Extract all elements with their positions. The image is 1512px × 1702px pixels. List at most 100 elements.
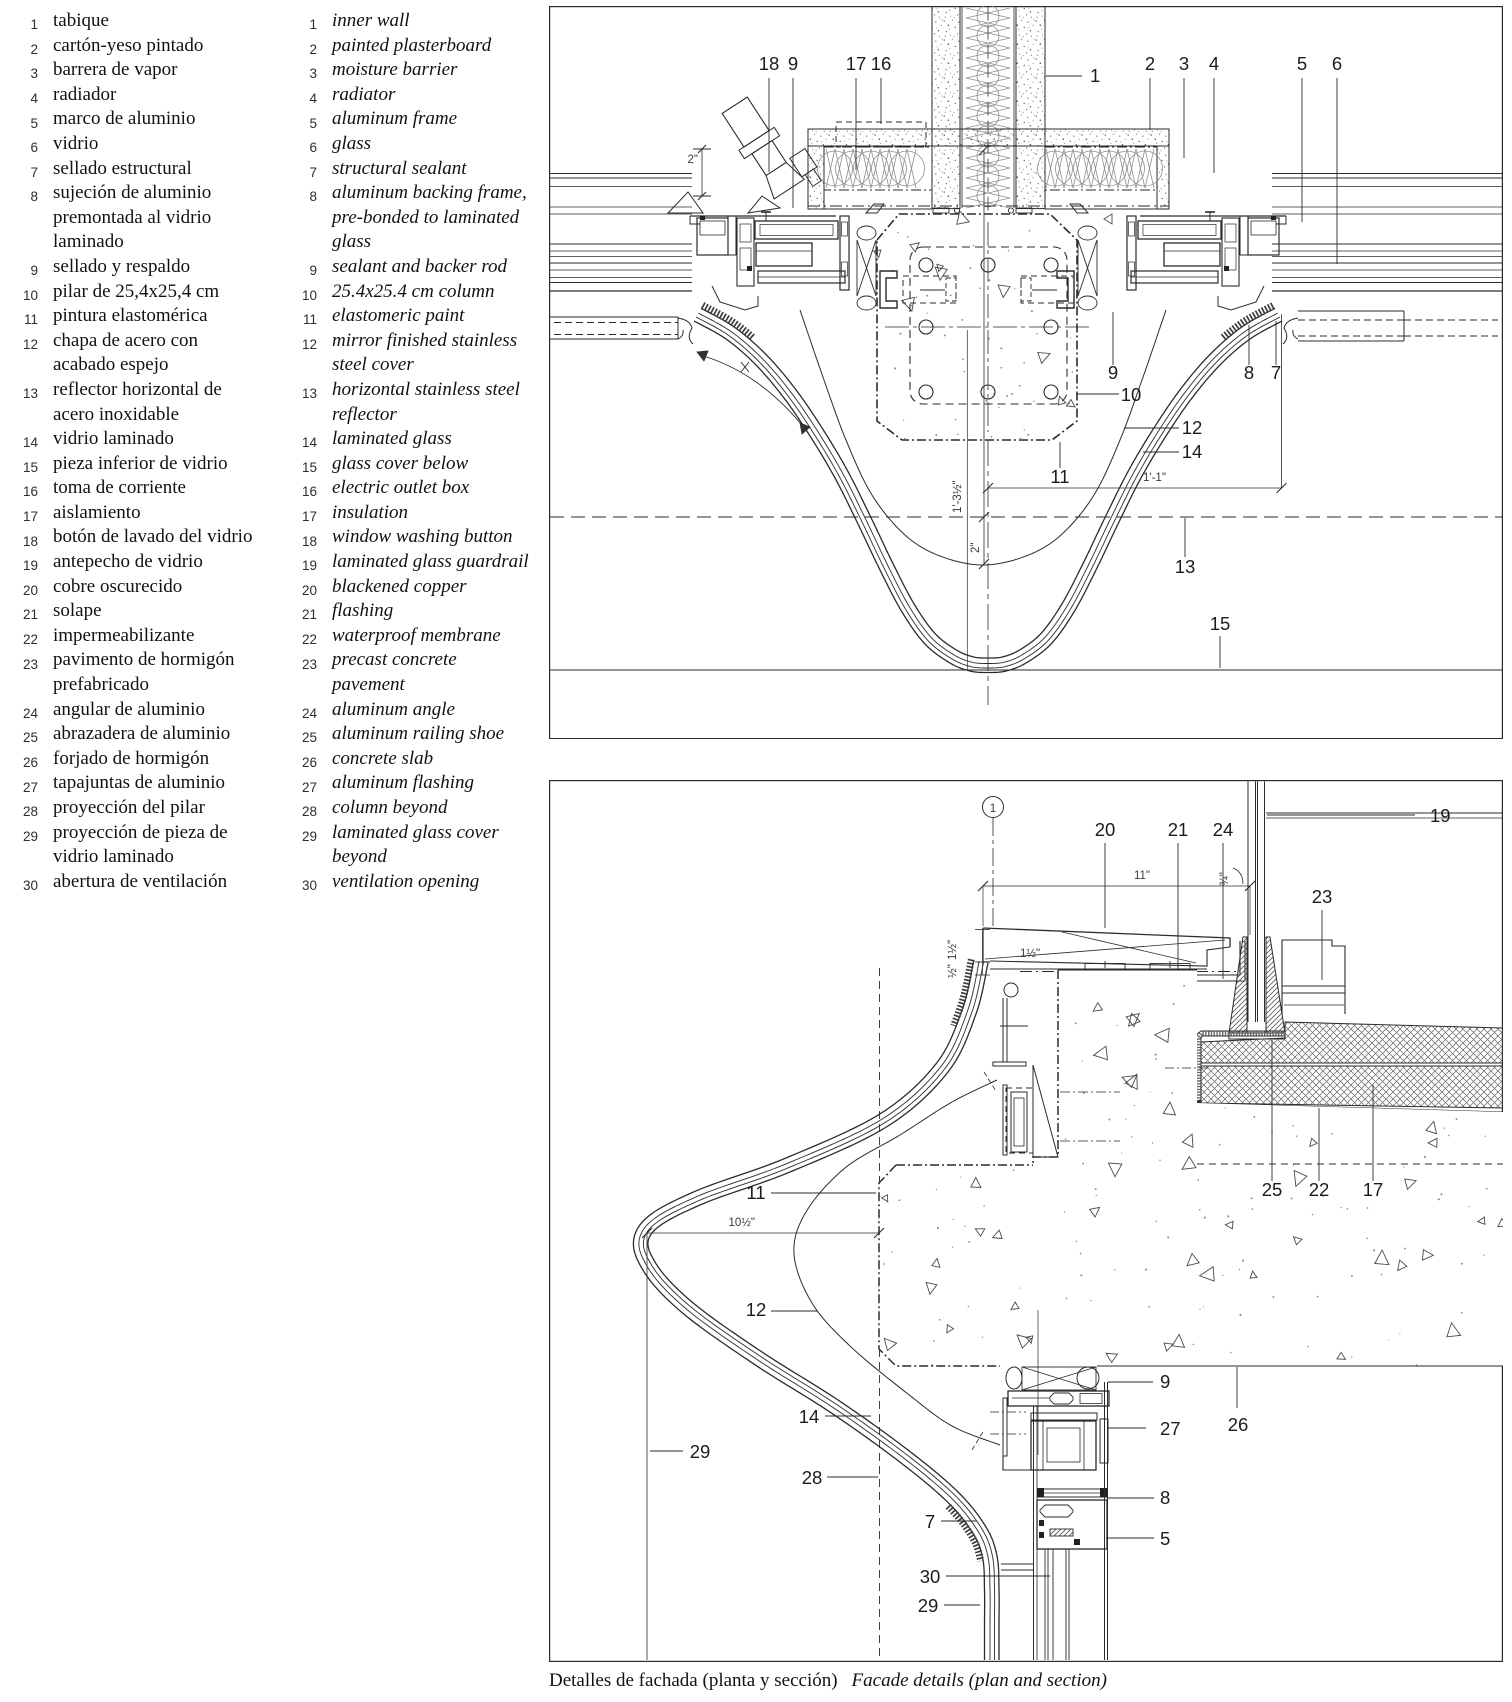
drawing-ellipse	[1005, 1366, 1023, 1390]
drawing-circle	[906, 236, 909, 238]
legend-item-spanish: antepecho de vidrio	[53, 551, 203, 573]
legend-item-english: laminated glass cover beyond	[332, 821, 499, 868]
legend-num-en: 21	[301, 607, 317, 623]
drawing-path	[1181, 1155, 1197, 1170]
drawing-path	[1163, 1342, 1175, 1353]
drawing-circle	[1486, 1187, 1488, 1190]
drawing-circle	[918, 384, 934, 400]
drawing-circle	[1109, 150, 1145, 187]
legend-num-es: 24	[22, 705, 38, 721]
drawing-path	[1281, 939, 1346, 1014]
legend-num-es: 18	[22, 533, 38, 549]
drawing-rect	[755, 242, 813, 267]
drawing-circle	[1224, 1107, 1226, 1109]
section-dim-10half: 10½"	[729, 1217, 755, 1229]
drawing-rect	[1239, 215, 1249, 256]
drawing-circle	[1030, 310, 1033, 313]
caption-english: Facade details (plan and section)	[851, 1670, 1107, 1691]
drawing-circle	[1011, 392, 1014, 395]
drawing-circle	[1198, 1208, 1201, 1211]
drawing-circle	[903, 419, 905, 421]
caption-spanish: Detalles de fachada (planta y sección)	[549, 1670, 838, 1691]
drawing-rect	[841, 221, 848, 237]
legend-item-english: glass cover below	[332, 452, 469, 474]
drawing-path	[970, 1176, 982, 1188]
drawing-path	[1045, 148, 1155, 189]
drawing-circle	[1388, 1339, 1390, 1341]
drawing-circle	[1340, 1206, 1342, 1209]
drawing-circle	[979, 287, 982, 289]
drawing-path	[1497, 1217, 1503, 1228]
section-callout-14: 14	[799, 1406, 820, 1427]
drawing-circle	[1253, 1115, 1256, 1118]
drawing-rect	[1030, 1412, 1098, 1421]
drawing-circle	[938, 1318, 941, 1321]
legend-num-es: 16	[22, 484, 38, 500]
drawing-path	[1476, 1216, 1486, 1225]
drawing-path	[765, 162, 806, 200]
drawing-circle	[1006, 394, 1008, 397]
legend-num-en: 9	[309, 263, 317, 279]
drawing-circle	[915, 296, 918, 298]
legend-num-es: 1	[30, 17, 38, 33]
legend-num-es: 28	[22, 804, 38, 820]
drawing-rect	[751, 139, 787, 177]
drawing-circle	[1094, 1188, 1097, 1191]
drawing-circle	[1125, 1118, 1127, 1120]
legend-item-spanish: sujeción de aluminio premontada al vidri…	[53, 182, 212, 253]
drawing-circle	[961, 319, 964, 321]
drawing-circle	[1082, 1162, 1085, 1165]
drawing-path	[1232, 867, 1244, 885]
legend-item-english: painted plasterboard	[332, 34, 492, 56]
plan-callout-9: 9	[1108, 362, 1118, 383]
drawing-ellipse	[1077, 225, 1098, 241]
legend-num-es: 23	[22, 656, 38, 672]
drawing-rect	[1142, 224, 1217, 236]
legend-num-en: 13	[301, 386, 317, 402]
legend-item-spanish: forjado de hormigón	[53, 747, 210, 769]
legend-num-es: 19	[22, 558, 38, 574]
legend-num-es: 29	[22, 828, 38, 844]
plan-callout-2: 2	[1145, 53, 1155, 74]
drawing-circle	[1090, 1299, 1092, 1302]
drawing-circle	[936, 1227, 939, 1230]
drawing-path	[647, 962, 1000, 1660]
drawing-path	[1293, 1169, 1308, 1188]
drawing-ellipse	[1077, 295, 1098, 311]
drawing-circle	[927, 248, 930, 251]
drawing-rect	[1002, 1397, 1008, 1457]
legend-item-english: ventilation opening	[332, 870, 480, 892]
drawing-circle	[1069, 337, 1072, 339]
drawing-rect	[1224, 247, 1237, 271]
drawing-circle	[1351, 1356, 1353, 1358]
drawing-circle	[1197, 1179, 1200, 1181]
legend-item-spanish: vidrio laminado	[53, 428, 174, 450]
drawing-circle	[1167, 1236, 1170, 1239]
section-dim-1half-a: 1½"	[947, 940, 959, 960]
legend-num-es: 25	[22, 730, 38, 746]
legend-item-spanish: sellado estructural	[53, 157, 192, 179]
legend-item-spanish: pavimento de hormigón prefabricado	[53, 649, 235, 696]
drawing-circle	[1460, 1262, 1463, 1265]
section-dim-3quarter: ¾"	[1219, 872, 1231, 886]
drawing-circle	[1250, 1197, 1253, 1200]
drawing-circle	[1399, 1333, 1401, 1335]
drawing-rect	[931, 6, 961, 210]
drawing-path	[1421, 1248, 1435, 1261]
drawing-circle	[1091, 150, 1127, 187]
drawing-circle	[1295, 1135, 1298, 1138]
drawing-rect	[1128, 221, 1135, 237]
section-callout-5: 5	[1160, 1528, 1170, 1549]
drawing-path	[931, 1257, 941, 1268]
drawing-line	[1061, 931, 1197, 964]
section-callout-8: 8	[1160, 1487, 1170, 1508]
drawing-circle	[935, 434, 938, 437]
legend-num-es: 10	[22, 287, 38, 303]
section-callout-19: 19	[1430, 805, 1451, 826]
drawing-circle	[1316, 1295, 1319, 1298]
legend-num-en: 30	[301, 877, 317, 893]
drawing-path	[934, 266, 949, 282]
drawing-path	[1200, 1065, 1503, 1109]
drawing-circle	[1072, 277, 1074, 279]
section-callout-30: 30	[920, 1566, 941, 1587]
